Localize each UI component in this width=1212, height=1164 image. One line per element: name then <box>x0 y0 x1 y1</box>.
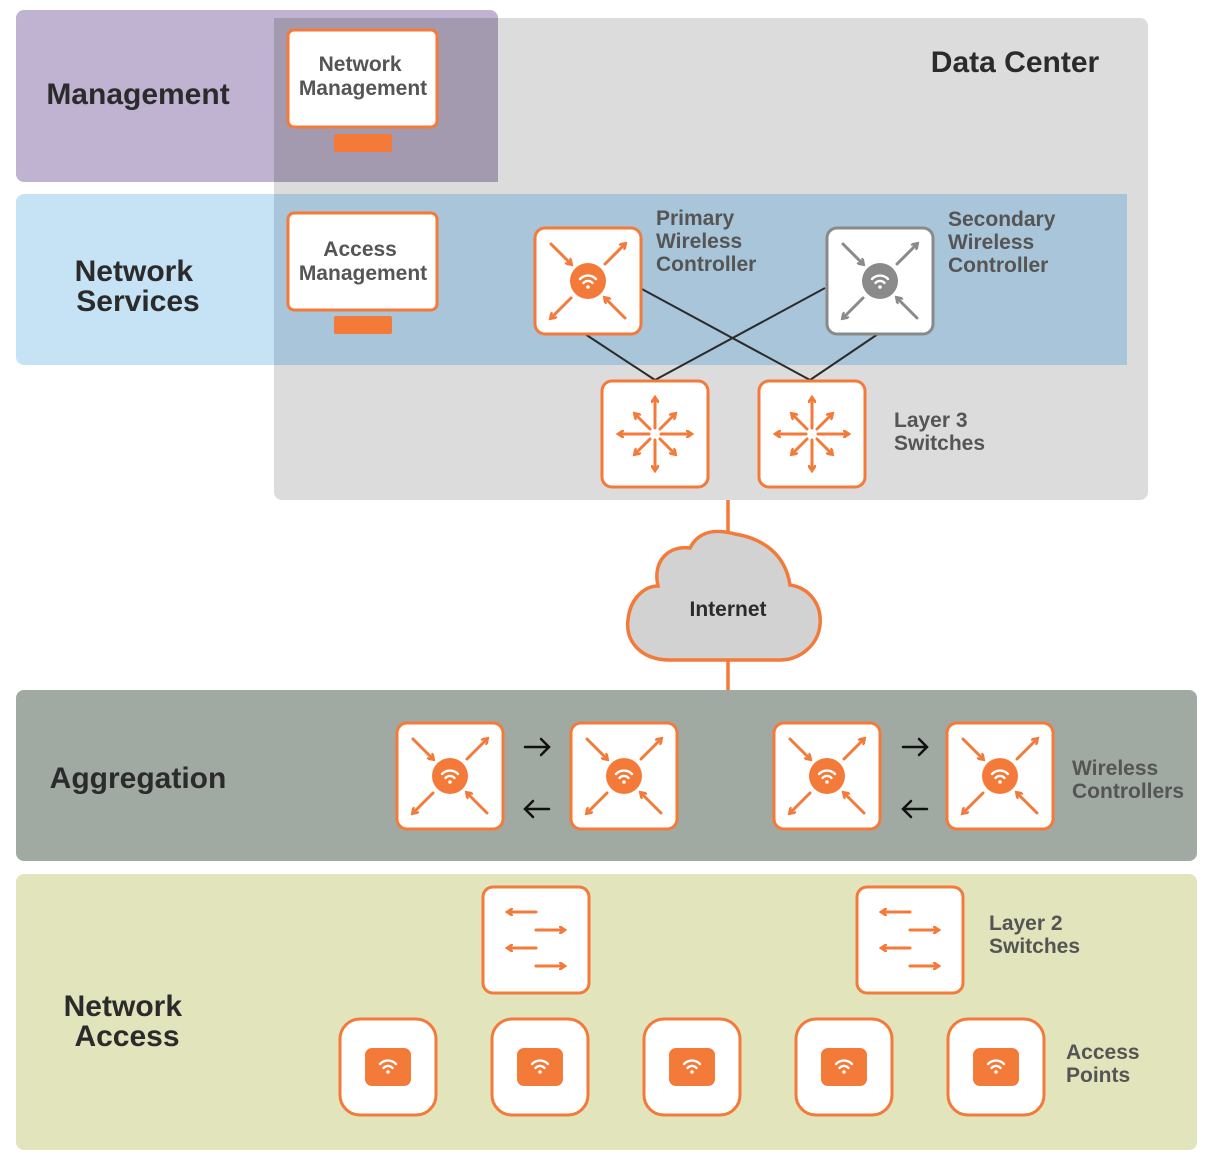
access-point-3[interactable] <box>642 1017 742 1117</box>
network-services-title-line2: Services <box>76 285 199 318</box>
primary-wlc-label: Primary Wireless Controller <box>656 207 756 276</box>
secondary-wlc-label: Secondary Wireless Controller <box>948 208 1061 277</box>
layer2-switch-1[interactable] <box>481 885 591 995</box>
connection-lines <box>584 287 879 381</box>
access-point-5[interactable] <box>946 1017 1046 1117</box>
access-point-1[interactable] <box>338 1017 438 1117</box>
wireless-controllers-label: Wireless Controllers <box>1072 757 1184 803</box>
network-access-title: Network Access <box>64 990 191 1053</box>
access-point-icon <box>517 1048 563 1086</box>
layer2-switch-2[interactable] <box>855 885 965 995</box>
network-access-title-line2: Access <box>74 1020 179 1053</box>
access-management-monitor[interactable]: Access Management <box>286 211 439 334</box>
monitor-stand <box>334 316 392 334</box>
access-points-label: Access Points <box>1066 1041 1145 1087</box>
aggregation-wlc-4[interactable] <box>945 721 1055 831</box>
primary-wireless-controller[interactable] <box>533 226 643 336</box>
network-services-title: Network Services <box>75 255 202 318</box>
aggregation-wlc-3[interactable] <box>772 721 882 831</box>
internet-cloud[interactable]: Internet <box>625 529 822 662</box>
arrow-left-icon <box>523 799 551 819</box>
arrow-right-icon <box>901 737 929 757</box>
aggregation-wlc-1[interactable] <box>395 721 505 831</box>
access-point-4[interactable] <box>794 1017 894 1117</box>
layer3-switch-2[interactable] <box>757 379 867 489</box>
failover-arrows <box>523 737 929 819</box>
layer3-switch-1[interactable] <box>600 379 710 489</box>
cloud-icon <box>625 529 822 662</box>
access-point-2[interactable] <box>490 1017 590 1117</box>
monitor-stand <box>334 134 392 152</box>
layer2-label: Layer 2 Switches <box>989 912 1080 958</box>
access-point-icon <box>365 1048 411 1086</box>
management-title: Management <box>46 78 229 111</box>
aggregation-wlc-2[interactable] <box>569 721 679 831</box>
arrow-left-icon <box>901 799 929 819</box>
access-point-icon <box>669 1048 715 1086</box>
aggregation-title: Aggregation <box>50 762 227 795</box>
network-management-monitor[interactable]: Network Management <box>286 28 439 152</box>
access-point-icon <box>973 1048 1019 1086</box>
secondary-wireless-controller[interactable] <box>825 226 935 336</box>
internet-label: Internet <box>689 598 766 621</box>
network-services-title-line1: Network <box>75 255 194 288</box>
network-access-title-line1: Network <box>64 990 183 1023</box>
access-point-icon <box>821 1048 867 1086</box>
arrow-right-icon <box>523 737 551 757</box>
access-management-label: Access Management <box>299 238 427 285</box>
layer3-label: Layer 3 Switches <box>894 409 985 455</box>
network-management-label: Network Management <box>299 53 427 100</box>
data-center-title: Data Center <box>931 46 1100 79</box>
